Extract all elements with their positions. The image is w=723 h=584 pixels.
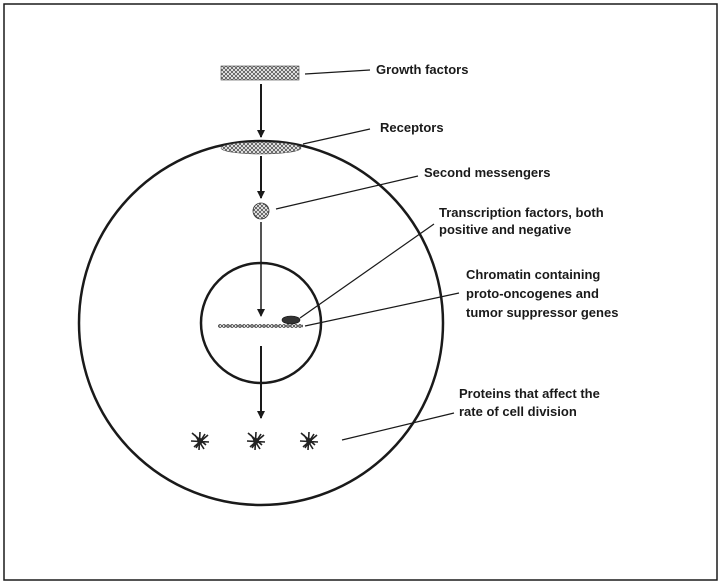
leader-proteins	[342, 413, 454, 440]
label-chromatin-line3: tumor suppressor genes	[466, 305, 618, 320]
second-messenger-blob	[253, 203, 269, 219]
protein-2	[247, 432, 265, 450]
protein-1	[191, 432, 209, 450]
label-proteins-line1: Proteins that affect the	[459, 386, 600, 401]
growth-factors-bar	[221, 66, 299, 80]
leader-transcription-factors	[300, 224, 434, 318]
label-second-messengers: Second messengers	[424, 165, 550, 180]
leader-second-messengers	[276, 176, 418, 209]
label-growth-factors: Growth factors	[376, 62, 468, 77]
label-proteins-line2: rate of cell division	[459, 404, 577, 419]
label-receptors: Receptors	[380, 120, 444, 135]
label-transcription-factors-line1: Transcription factors, both	[439, 205, 604, 220]
transcription-factor-blob	[282, 316, 300, 324]
label-chromatin-line2: proto-oncogenes and	[466, 286, 599, 301]
receptors-shape	[221, 142, 301, 154]
leader-growth-factors	[305, 70, 370, 74]
label-chromatin-line1: Chromatin containing	[466, 267, 600, 282]
protein-3	[300, 432, 318, 450]
leader-receptors	[303, 129, 370, 144]
page-border	[4, 4, 717, 580]
label-transcription-factors-line2: positive and negative	[439, 222, 571, 237]
